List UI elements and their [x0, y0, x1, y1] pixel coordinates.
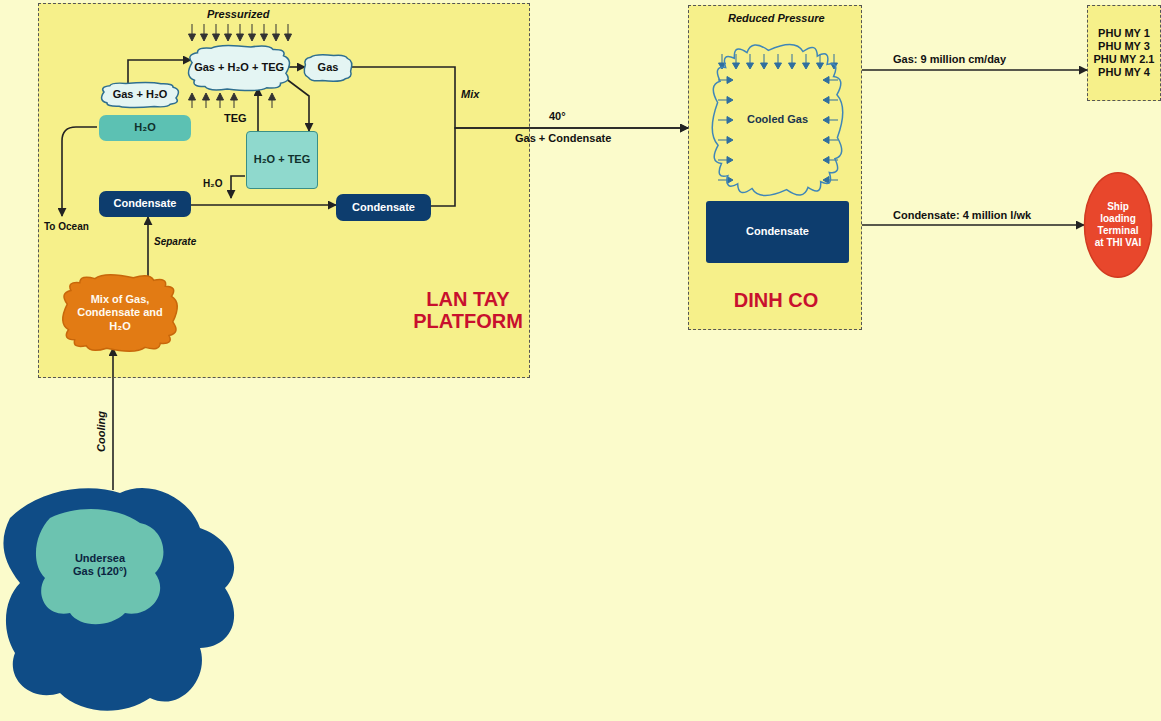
mixture-blob-outline — [63, 275, 177, 351]
node-body: Gas — [301, 53, 355, 83]
sea-shape — [3, 488, 234, 711]
node-body: Condensate — [706, 201, 849, 263]
platform-fill — [38, 3, 530, 378]
to-ocean-arrow — [62, 127, 97, 216]
node-text: Undersea Gas (120°) — [68, 552, 132, 578]
gas-pocket-shape — [36, 509, 163, 624]
edge-label: TEG — [224, 112, 247, 125]
heading-holder: LAN TAY PLATFORM — [409, 288, 527, 332]
node-text: H₂O + TEG — [253, 153, 311, 166]
heading-holder: DINH CO — [716, 289, 836, 311]
cooled-gas-cloud: Cooled Gas — [706, 37, 849, 203]
annotation-label: Reduced Pressure — [728, 12, 825, 25]
pressure-arrows — [189, 24, 292, 108]
node-text: Mix of Gas, Condensate and H₂O — [75, 293, 166, 333]
annotation-label: Pressurized — [207, 8, 269, 21]
terminal-region: DINH CO Cooled GasCondensate — [688, 5, 862, 330]
node-text: PHU MY 2.1 — [1092, 53, 1156, 66]
power-plants-box: PHU MY 1PHU MY 3PHU MY 2.1PHU MY 4 — [1087, 5, 1161, 101]
node-text: Ship loading Terminal at THI VAI — [1092, 201, 1144, 249]
gas-water-cloud: Gas + H₂O — [97, 81, 183, 109]
platform-region: LAN TAY PLATFORM Gas + H₂O + TEG Gas + H₂O… — [38, 3, 530, 378]
flow-arrow — [112, 348, 114, 490]
annotation-label: Mix — [461, 88, 479, 101]
terminal-fill — [688, 5, 862, 330]
node-body: H₂O — [99, 115, 191, 141]
node-body: Gas + H₂O — [97, 81, 183, 109]
condensate-tank: Condensate — [706, 201, 849, 263]
node-body: PHU MY 1PHU MY 3PHU MY 2.1PHU MY 4 — [1088, 6, 1160, 100]
node-text: PHU MY 3 — [1092, 40, 1156, 53]
node-text: PHU MY 1 — [1092, 27, 1156, 40]
region-heading: DINH CO — [716, 289, 836, 311]
edge-label: Cooling — [95, 411, 108, 452]
node-body: Gas + H₂O + TEG — [183, 43, 295, 93]
node-text: Condensate — [342, 201, 425, 214]
flow-arrow — [351, 67, 688, 128]
water-box: H₂O — [99, 115, 191, 141]
node-text: PHU MY 4 — [1092, 66, 1156, 79]
pressurized-cloud-outline — [189, 45, 290, 90]
text-holder: Undersea Gas (120°) — [68, 552, 132, 578]
node-body: Condensate — [99, 191, 191, 217]
node-text: Condensate — [712, 225, 843, 238]
water-out-arrow — [231, 176, 245, 198]
annotation-label: To Ocean — [44, 221, 89, 233]
plants-fill — [1087, 5, 1161, 101]
node-text: Condensate — [105, 197, 185, 210]
edge-label: Condensate: 4 million l/wk — [893, 209, 1031, 222]
annotation-label: Gas + Condensate — [515, 132, 611, 145]
ship-terminal: Ship loading Terminal at THI VAI — [1084, 172, 1152, 278]
condensate-box: Condensate — [99, 191, 191, 217]
flow-arrow — [285, 78, 309, 131]
glycol-box: H₂O + TEG — [246, 131, 318, 189]
gas-cloud-outline — [304, 55, 352, 81]
pressurized-cloud: Gas + H₂O + TEG — [183, 43, 295, 93]
node-body: Ship loading Terminal at THI VAI — [1084, 172, 1152, 278]
ship-terminal-outline — [1084, 173, 1151, 278]
flow-arrow — [191, 204, 336, 206]
cooled-gas-cloud-outline — [712, 44, 842, 195]
node-body: Condensate — [336, 194, 431, 221]
flow-arrow — [431, 128, 688, 206]
node-text: Cooled Gas — [726, 113, 829, 126]
undersea-gas-shape — [0, 478, 245, 718]
flow-arrow — [257, 88, 259, 131]
node-body: H₂O + TEG — [247, 132, 317, 188]
flow-arrow — [147, 217, 149, 278]
undersea-gas: Undersea Gas (120°) — [0, 478, 245, 718]
edge-label: Separate — [154, 236, 196, 248]
node-body: Cooled Gas — [706, 37, 849, 203]
node-text: Gas + H₂O + TEG — [194, 61, 284, 74]
condensate-box: Condensate — [336, 194, 431, 221]
gas-water-cloud-outline — [102, 82, 179, 107]
annotation-label: H₂O — [203, 178, 222, 190]
node-text: H₂O — [105, 121, 185, 134]
node-body: Mix of Gas, Condensate and H₂O — [57, 271, 183, 355]
edge-label: Gas: 9 million cm/day — [893, 53, 1006, 66]
annotation-label: 40° — [549, 110, 566, 123]
reduced-pressure-arrows — [718, 54, 838, 184]
node-text: Gas — [307, 61, 348, 74]
flow-arrow — [128, 60, 191, 84]
node-text: Gas + H₂O — [106, 88, 175, 101]
gas-cloud: Gas — [301, 53, 355, 83]
flow-arrow — [862, 69, 1087, 71]
flow-arrow — [862, 224, 1084, 226]
mixture-blob: Mix of Gas, Condensate and H₂O — [57, 271, 183, 355]
region-heading: LAN TAY PLATFORM — [409, 288, 527, 332]
